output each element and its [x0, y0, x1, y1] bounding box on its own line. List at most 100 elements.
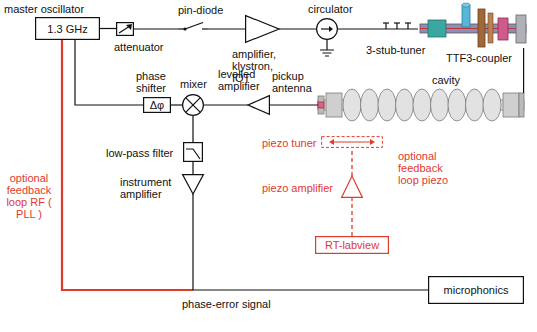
component-label: low-pass filter: [106, 147, 173, 159]
cavity-illustration: [318, 89, 524, 121]
control-wire: [351, 198, 352, 236]
signal-wire: [193, 194, 428, 290]
shape-part: [321, 28, 330, 29]
box-text: Δφ: [150, 99, 164, 111]
component-label: TTF3-coupler: [446, 52, 512, 64]
amplifier-symbol: levelled amplifier: [248, 95, 270, 115]
shape-part: [202, 28, 208, 29]
shape-part: [429, 277, 524, 304]
component-label: instrument amplifier: [120, 176, 178, 200]
signal-wire: [192, 116, 193, 142]
shape-part: [322, 137, 383, 148]
component-label: cavity: [432, 74, 460, 86]
shape-part: [329, 139, 334, 145]
component-label: piezo tuner: [262, 137, 316, 149]
shape-part: [316, 237, 389, 254]
component-label: piezo amplifier: [262, 182, 333, 194]
node-outline: [248, 95, 270, 115]
attenuator-symbol: attenuator: [116, 22, 134, 36]
shape-part: [385, 23, 386, 29]
shape-part: [329, 26, 333, 32]
signal-wire: [208, 28, 245, 29]
node-outline: [418, 3, 528, 48]
oscillator-box: master oscillator1.3 GHz: [35, 17, 100, 40]
shape-part: [186, 98, 201, 113]
component-label: levelled amplifier: [218, 68, 270, 92]
shape-part: [333, 141, 371, 142]
annotation-label: pickup antenna: [272, 70, 316, 94]
shape-part: [394, 22, 400, 23]
component-label: master oscillator: [4, 3, 84, 15]
ground-symbol: [320, 40, 334, 56]
node-outline: [341, 176, 363, 198]
shape-part: [36, 18, 100, 40]
box-text: 1.3 GHz: [47, 23, 87, 35]
control-wire: [351, 148, 352, 176]
shape-part: [248, 96, 269, 115]
shape-part: [246, 16, 279, 43]
signal-wire: [100, 28, 116, 29]
shape-part: [186, 98, 201, 113]
component-label: mixer: [180, 78, 207, 90]
node-outline: [116, 22, 134, 36]
shape-part: [396, 23, 397, 29]
node-outline: [318, 93, 524, 117]
shape-part: [317, 19, 338, 40]
mixer-symbol: mixer: [182, 94, 204, 116]
shape-part: [178, 28, 184, 29]
node-outline: [182, 174, 204, 194]
component-label: phase shifter: [136, 70, 176, 94]
switch-symbol: pin-diode: [178, 22, 208, 36]
component-label: attenuator: [114, 41, 164, 53]
amplifier-symbol: piezo amplifier: [341, 176, 363, 198]
filter-symbol: low-pass filter: [183, 142, 203, 162]
node-outline: [182, 94, 204, 116]
shape-part: [144, 98, 171, 113]
signal-wire: [279, 28, 316, 29]
annotation-label: optional feedback loop piezo: [398, 150, 458, 186]
signal-wire: [134, 28, 178, 29]
amplifier-symbol: instrument amplifier: [182, 174, 204, 194]
coupler-illustration: [420, 3, 526, 47]
shape-part: [370, 139, 375, 145]
process-box: RT-labview: [315, 236, 389, 254]
node-outline: [321, 136, 383, 148]
component-label: pin-diode: [178, 4, 223, 16]
shape-part: [183, 175, 204, 194]
signal-wire: [204, 104, 248, 105]
shape-part: [185, 23, 203, 30]
signal-wire: [338, 28, 378, 29]
signal-wire: [523, 48, 524, 93]
node-outline: [245, 15, 279, 43]
coupler-region: TTF3-coupler: [418, 3, 528, 48]
cavity-region: cavity: [318, 93, 524, 117]
phase-shifter-box: phase shifterΔφ: [143, 97, 171, 113]
amplifier-symbol: amplifier, klystron, IOT: [245, 15, 279, 43]
shape-part: [186, 149, 200, 159]
piezo-tuner-symbol: piezo tuner: [321, 136, 383, 148]
signal-wire: [270, 104, 318, 105]
tuner-symbol: 3-stub-tuner: [378, 22, 416, 36]
signal-wire: [171, 104, 182, 105]
circulator-symbol: circulator: [316, 18, 338, 40]
shape-part: [407, 23, 408, 29]
shape-part: [183, 95, 204, 116]
shape-part: [117, 23, 134, 36]
shape-part: [405, 22, 411, 23]
node-outline: [316, 18, 338, 40]
box-text: RT-labview: [325, 239, 379, 251]
component-label: circulator: [308, 3, 353, 15]
signal-wire: [192, 162, 193, 174]
shape-part: [184, 143, 203, 162]
component-label: 3-stub-tuner: [366, 44, 425, 56]
shape-part: [126, 24, 132, 30]
node-outline: [378, 22, 416, 36]
shape-part: [342, 176, 363, 197]
box-text: microphonics: [444, 284, 509, 296]
process-box: microphonics: [428, 276, 524, 304]
pll-feedback-wire: [62, 40, 193, 290]
node-outline: [178, 22, 208, 36]
signal-wire: [416, 28, 418, 29]
annotation-label: optional feedback loop RF ( PLL ): [2, 172, 56, 220]
